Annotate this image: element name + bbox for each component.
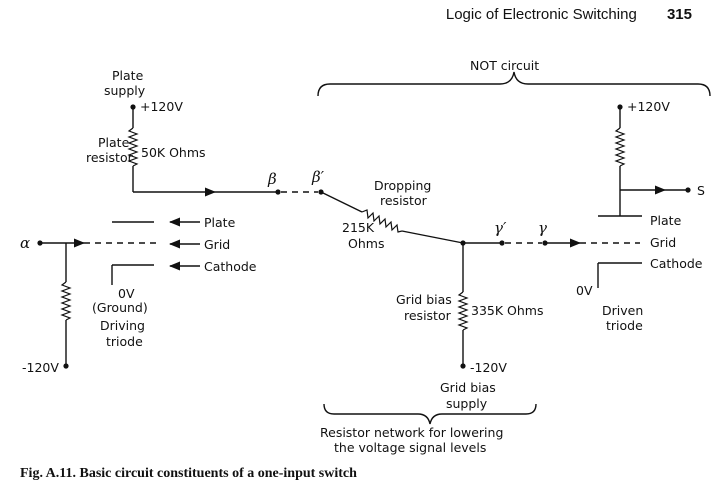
driving-triode-label-1: Driving — [100, 318, 145, 333]
plate-resistor-label-2: resistor — [86, 150, 134, 165]
right-grid-label: Grid — [650, 235, 676, 250]
header-title: Logic of Electronic Switching — [445, 6, 637, 23]
gamma-label: γ — [538, 219, 547, 237]
dropping-wire-a — [320, 191, 363, 213]
plate-resistor — [127, 127, 139, 167]
resistor-network-label-2: the voltage signal levels — [334, 440, 486, 455]
dropping-resistor-label-1: Dropping — [374, 178, 431, 193]
minus-120v-left-node — [63, 363, 69, 369]
s-output-node — [685, 187, 691, 193]
not-circuit-label: NOT circuit — [470, 58, 539, 73]
driven-triode-label-1: Driven — [602, 303, 643, 318]
zero-v-right-label: 0V — [576, 283, 593, 298]
ohms-50k-label: 50K Ohms — [141, 145, 206, 160]
gamma-prime-node — [499, 240, 505, 246]
ohms-335k-label: 335K Ohms — [471, 303, 543, 318]
resistor-network-brace — [323, 403, 537, 425]
beta-label: β — [267, 170, 277, 188]
plate-resistor-label-1: Plate — [98, 135, 130, 150]
left-grid-label: Grid — [204, 237, 230, 252]
grid-bias-supply-label-2: supply — [446, 396, 488, 411]
left-bias-resistor — [60, 281, 72, 321]
beta-prime-label: β′ — [311, 168, 325, 186]
left-cathode-label: Cathode — [204, 259, 257, 274]
ohms-215k-label-2: Ohms — [348, 236, 384, 251]
driven-triode-label-2: triode — [606, 318, 643, 333]
driving-triode-label-2: triode — [106, 334, 143, 349]
resistor-network-label-1: Resistor network for lowering — [320, 425, 503, 440]
right-plate-resistor — [614, 127, 626, 167]
dropping-wire-b — [401, 230, 464, 244]
plate-supply-label-1: Plate — [112, 68, 144, 83]
zero-v-ground-label-1: 0V — [118, 286, 135, 301]
s-output-label: S — [697, 183, 705, 198]
figure-caption: Fig. A.11. Basic circuit constituents of… — [20, 466, 357, 481]
grid-bias-resistor-label-1: Grid bias — [396, 292, 452, 307]
grid-bias-resistor — [457, 291, 469, 331]
plate-supply-label-2: supply — [104, 83, 146, 98]
not-circuit-brace — [317, 71, 711, 97]
right-plate-label: Plate — [650, 213, 682, 228]
dropping-resistor — [361, 209, 403, 233]
alpha-label: α — [20, 234, 30, 252]
minus-120v-left-label: -120V — [22, 360, 59, 375]
running-header: Logic of Electronic Switching 315 — [446, 6, 692, 23]
right-cathode-label: Cathode — [650, 256, 703, 271]
zero-v-ground-label-2: (Ground) — [92, 300, 148, 315]
gamma-prime-label: γ′ — [494, 219, 507, 237]
ohms-215k-label-1: 215K — [342, 220, 375, 235]
minus-120v-mid-node — [460, 363, 466, 369]
plus-120v-right-label: +120V — [627, 99, 670, 114]
minus-120v-mid-label: -120V — [470, 360, 507, 375]
dropping-resistor-label-2: resistor — [380, 193, 428, 208]
beta-node — [275, 189, 281, 195]
grid-bias-supply-label-1: Grid bias — [440, 380, 496, 395]
plus-120v-left-label: +120V — [140, 99, 183, 114]
page-number: 315 — [666, 6, 692, 23]
left-plate-label: Plate — [204, 215, 236, 230]
grid-bias-resistor-label-2: resistor — [404, 308, 452, 323]
